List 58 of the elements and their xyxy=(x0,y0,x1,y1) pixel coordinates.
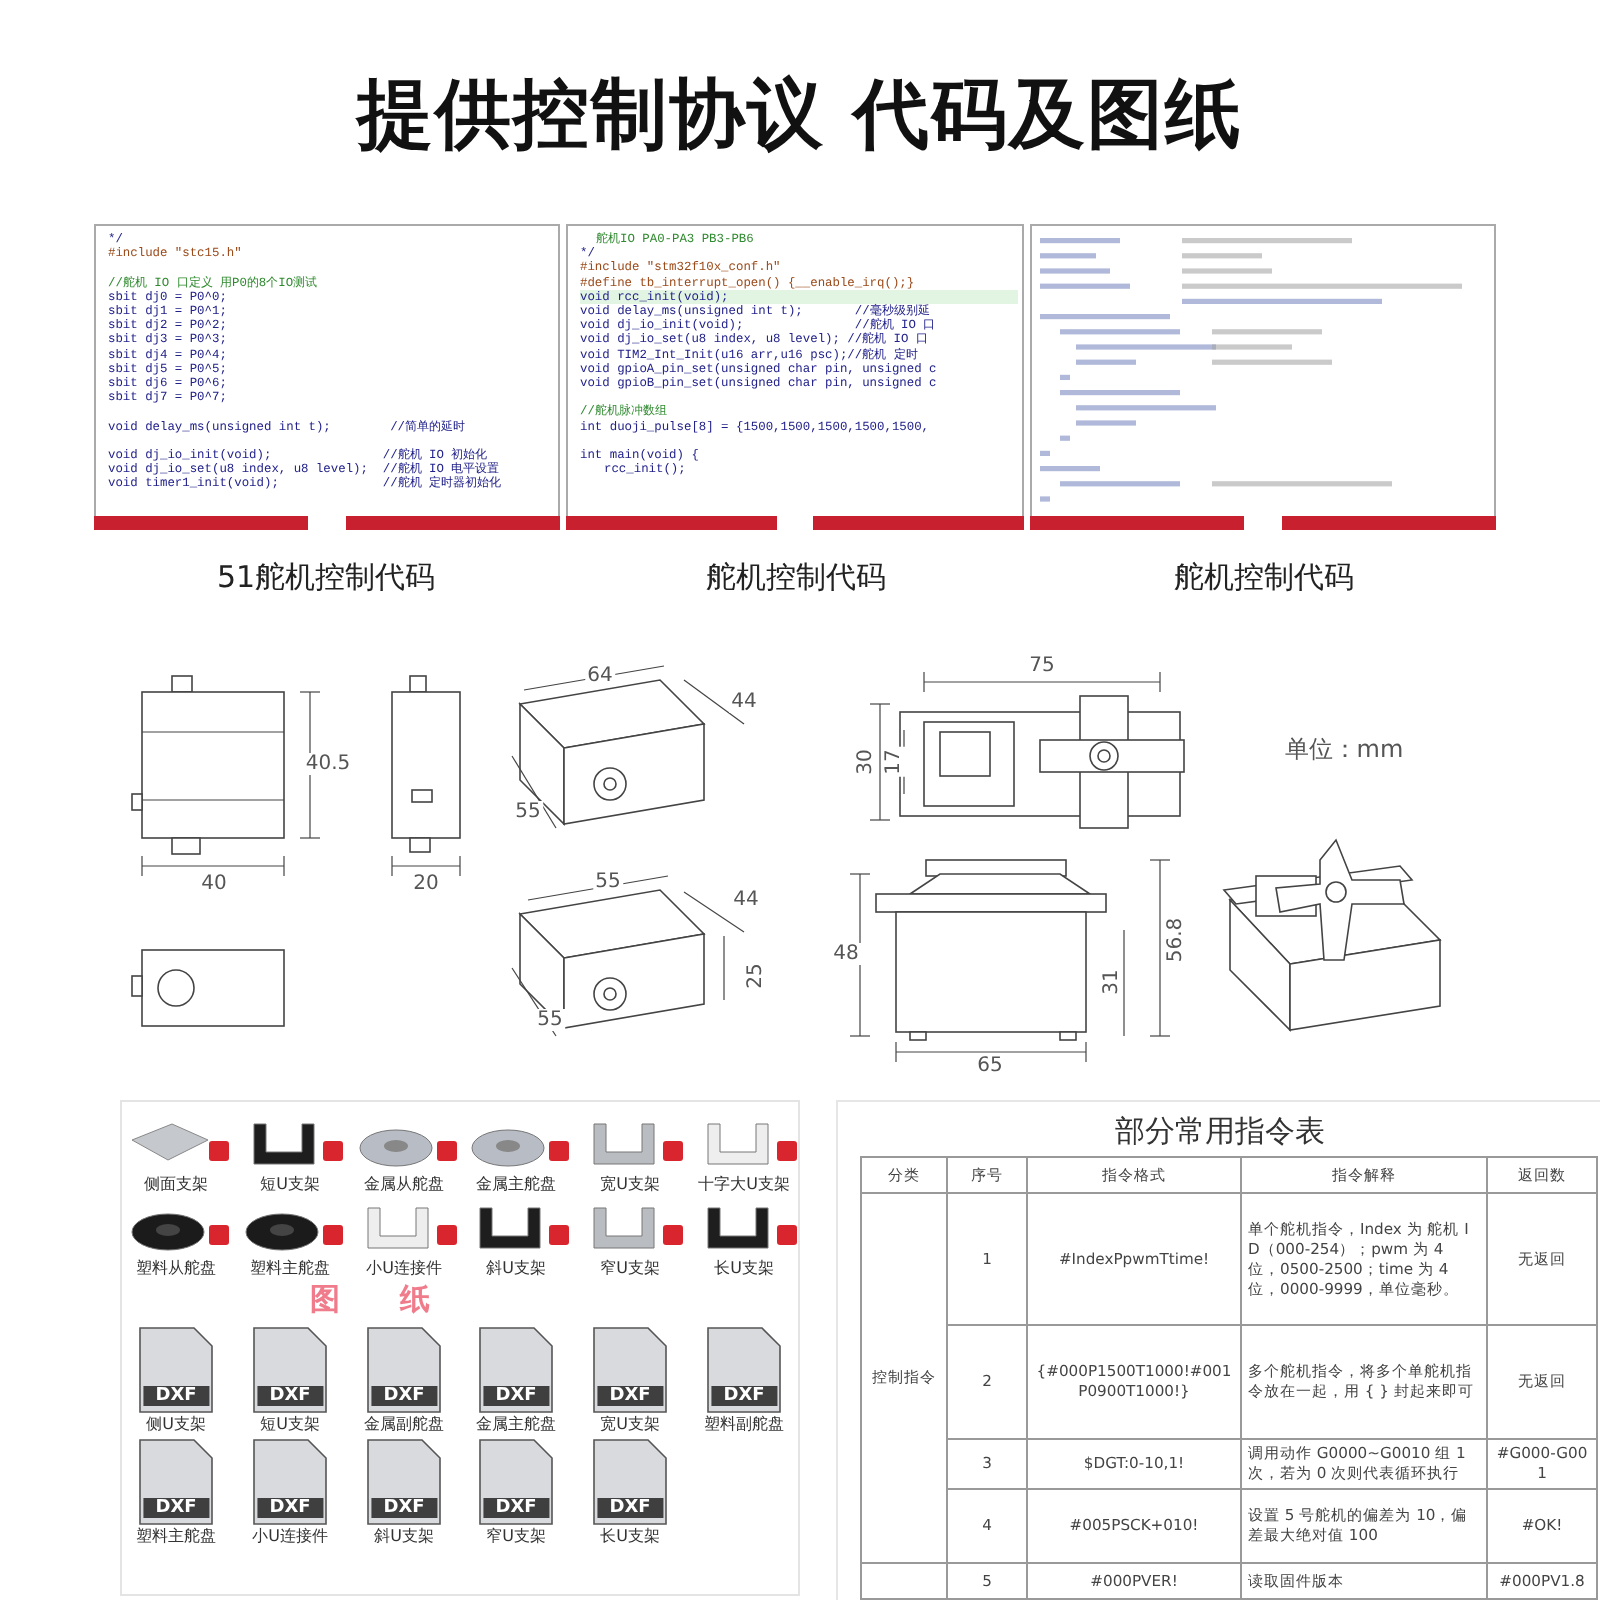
part-name: 侧面支架 xyxy=(144,1173,208,1195)
part-name: 金属从舵盘 xyxy=(364,1173,444,1195)
code-caption: 舵机控制代码 xyxy=(1174,559,1354,597)
file-type-label: DXF xyxy=(711,1386,777,1406)
file-name: 金属副舵盘 xyxy=(364,1413,444,1435)
code-caption: 51舵机控制代码 xyxy=(216,559,436,597)
file-type-label: DXF xyxy=(371,1498,437,1518)
file-name: 宽U支架 xyxy=(600,1413,660,1435)
file-type-label: DXF xyxy=(371,1386,437,1406)
file-type-label: DXF xyxy=(143,1386,209,1406)
file-type-label: DXF xyxy=(597,1498,663,1518)
dimension-label: 44 xyxy=(729,691,759,713)
part-name: 金属主舵盘 xyxy=(476,1173,556,1195)
dimension-label: 56.8 xyxy=(1165,915,1187,965)
dimension-label: 75 xyxy=(1027,655,1057,677)
file-type-label: DXF xyxy=(597,1386,663,1406)
part-name: 小U连接件 xyxy=(366,1257,442,1279)
file-type-label: DXF xyxy=(257,1386,323,1406)
file-name: 塑料副舵盘 xyxy=(704,1413,784,1435)
dimension-label: 17 xyxy=(883,747,905,777)
part-name: 斜U支架 xyxy=(486,1257,546,1279)
dimension-label: 40.5 xyxy=(303,753,353,775)
dimension-label: 55 xyxy=(513,801,543,823)
part-name: 塑料主舵盘 xyxy=(250,1257,330,1279)
file-name: 小U连接件 xyxy=(252,1525,328,1547)
file-name: 侧U支架 xyxy=(146,1413,206,1435)
dimension-label: 30 xyxy=(855,747,877,777)
dimension-label: 31 xyxy=(1101,967,1123,997)
file-type-label: DXF xyxy=(483,1386,549,1406)
file-name: 窄U支架 xyxy=(486,1525,546,1547)
table-title: 部分常用指令表 xyxy=(1115,1113,1325,1151)
file-name: 斜U支架 xyxy=(374,1525,434,1547)
overlay-text: 图纸 xyxy=(308,1281,490,1319)
dimension-label: 25 xyxy=(745,961,767,991)
part-name: 十字大U支架 xyxy=(698,1173,790,1195)
part-name: 宽U支架 xyxy=(600,1173,660,1195)
file-name: 短U支架 xyxy=(260,1413,320,1435)
unit-note: 单位：mm xyxy=(1282,733,1406,767)
file-name: 塑料主舵盘 xyxy=(136,1525,216,1547)
dimension-label: 55 xyxy=(535,1009,565,1031)
page-title: 提供控制协议 代码及图纸 xyxy=(356,68,1244,162)
dimension-label: 48 xyxy=(831,943,861,965)
file-type-label: DXF xyxy=(143,1498,209,1518)
code-caption: 舵机控制代码 xyxy=(706,559,886,597)
file-name: 金属主舵盘 xyxy=(476,1413,556,1435)
dimension-label: 55 xyxy=(593,871,623,893)
dimension-label: 20 xyxy=(411,873,441,895)
part-name: 窄U支架 xyxy=(600,1257,660,1279)
dimension-label: 64 xyxy=(585,665,615,687)
part-name: 短U支架 xyxy=(260,1173,320,1195)
dimension-label: 44 xyxy=(731,889,761,911)
file-type-label: DXF xyxy=(483,1498,549,1518)
dimension-label: 40 xyxy=(199,873,229,895)
part-name: 塑料从舵盘 xyxy=(136,1257,216,1279)
file-name: 长U支架 xyxy=(600,1525,660,1547)
dimension-label: 65 xyxy=(975,1055,1005,1077)
part-name: 长U支架 xyxy=(714,1257,774,1279)
file-type-label: DXF xyxy=(257,1498,323,1518)
